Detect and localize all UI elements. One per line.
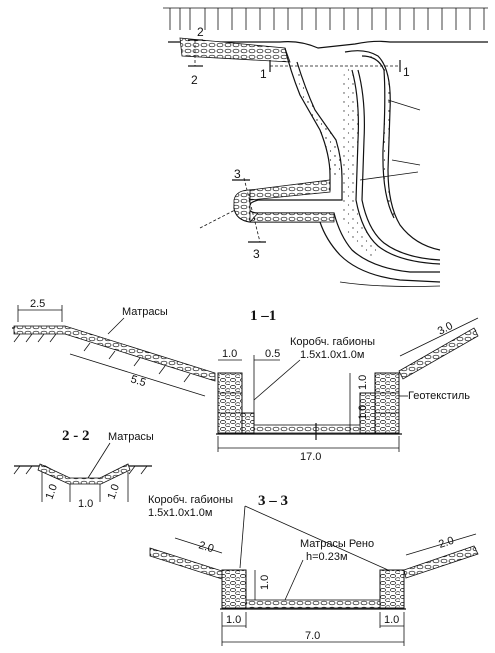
s2-mattress-leader [87, 442, 111, 479]
s1-right-gabion [374, 372, 400, 434]
s3-mattress-label: Матрасы Рено [300, 538, 374, 550]
section-3-label-top: 3 [234, 167, 241, 181]
plan-fill-left [297, 62, 342, 178]
section-1-label-left: 1 [260, 67, 267, 81]
plan-mattress-branch-end [233, 189, 251, 223]
plan-channel-centerline-2 [357, 69, 441, 261]
s2-dim-right: 1.0 [106, 483, 123, 501]
plan-fill-center [340, 60, 378, 260]
s3-gabion-label-1: Коробч. габионы [148, 494, 233, 506]
s2-mattress-label: Матрасы [108, 431, 154, 443]
s1-left-mattress [13, 325, 216, 382]
s1-dim-top-left: 2.5 [30, 298, 45, 310]
s3-dim-gabion-left: 1.0 [226, 614, 241, 626]
s1-left-gabion-step [241, 412, 255, 434]
s3-gabion-leader-right [244, 505, 389, 571]
section-1-label-right: 1 [403, 65, 410, 79]
s1-dim-slope-left: 5.5 [129, 373, 147, 389]
s1-dim-slope-right-line [399, 317, 479, 357]
s3-dim-bottom-width: 7.0 [305, 630, 320, 642]
section-3-3-title: 3 – 3 [258, 493, 288, 509]
s3-dim-height: 1.0 [259, 575, 271, 590]
s1-gabion-label-1: Коробч. габионы [290, 336, 375, 348]
plan-bottom-edge [339, 281, 441, 287]
s3-dim-slope-left-line [174, 537, 223, 554]
s1-gabion-label-2: 1.5x1.0x1.0м [300, 349, 364, 361]
s3-right-gabion [379, 569, 405, 609]
plan-leader-2 [391, 159, 421, 166]
plan-top-hatch [163, 7, 488, 30]
s3-bottom-mattress [245, 599, 381, 609]
s1-gabion-leader [253, 359, 301, 401]
s2-dim-left: 1.0 [44, 483, 61, 501]
s2-hatch [13, 465, 148, 475]
s3-gabion-label-2: 1.5x1.0x1.0м [148, 507, 212, 519]
s1-left-hatch [13, 333, 191, 383]
plan-mattress-branch-upper [249, 179, 331, 201]
s1-dim-bottom-width: 17.0 [300, 451, 321, 463]
s1-geotextile-label: Геотекстиль [408, 390, 470, 402]
s3-mattress-leader [284, 559, 304, 601]
s3-right-mattress [403, 545, 479, 579]
section-3-label-bottom: 3 [253, 247, 260, 261]
s1-mattress-leader [107, 317, 125, 335]
plan-top-bank [163, 8, 488, 40]
plan-mattress-top [179, 37, 291, 63]
section-2-2-title: 2 - 2 [62, 428, 90, 444]
plan-mattress-branch-lower [249, 212, 335, 223]
section-2-label-bottom: 2 [191, 73, 198, 87]
section-2-2: 2 - 2 Матрасы 1.0 1.0 1.0 [13, 428, 154, 510]
s2-dim-middle: 1.0 [78, 498, 93, 510]
plan-dashed-outlet [199, 209, 236, 229]
section-2-label-top: 2 [197, 25, 204, 39]
section-1-1: 1 –1 2.5 5.5 Матрасы [12, 298, 479, 463]
s1-dim-slope-right: 3.0 [436, 320, 455, 338]
s1-bottom-mattress [253, 424, 361, 434]
plan-view: 2 2 1 1 3 3 [163, 7, 488, 287]
s1-dim-step: 0.5 [265, 348, 280, 360]
s3-dim-slope-right: 2.0 [437, 535, 455, 551]
s3-dim-slope-left: 2.0 [197, 539, 215, 555]
s3-dim-slope-right-line [405, 533, 477, 556]
plan-leader-1 [387, 99, 421, 111]
plan-fill-right [362, 56, 400, 225]
s1-right-mattress [398, 327, 479, 380]
s3-dim-gabion-right: 1.0 [384, 614, 399, 626]
plan-leader-3 [359, 171, 419, 181]
s1-dim-height-lower: 1.0 [357, 405, 369, 420]
section-3-line [243, 177, 261, 243]
plan-bank-edge [168, 40, 488, 49]
s1-dim-height-upper: 1.0 [357, 375, 369, 390]
s1-dim-slope-left-line [69, 353, 206, 397]
s3-left-gabion [221, 569, 247, 609]
s1-dim-gabion-width: 1.0 [222, 348, 237, 360]
s3-gabion-leader-left [239, 505, 246, 569]
s2-mattress [37, 463, 131, 485]
s1-left-gabion [217, 372, 243, 434]
section-1-1-title: 1 –1 [250, 308, 276, 324]
s3-mattress-thickness: h=0.23м [306, 551, 348, 563]
s1-mattress-label: Матрасы [122, 306, 168, 318]
section-3-3: 3 – 3 Коробч. габионы 1.5x1.0x1.0м Матра… [148, 493, 479, 646]
